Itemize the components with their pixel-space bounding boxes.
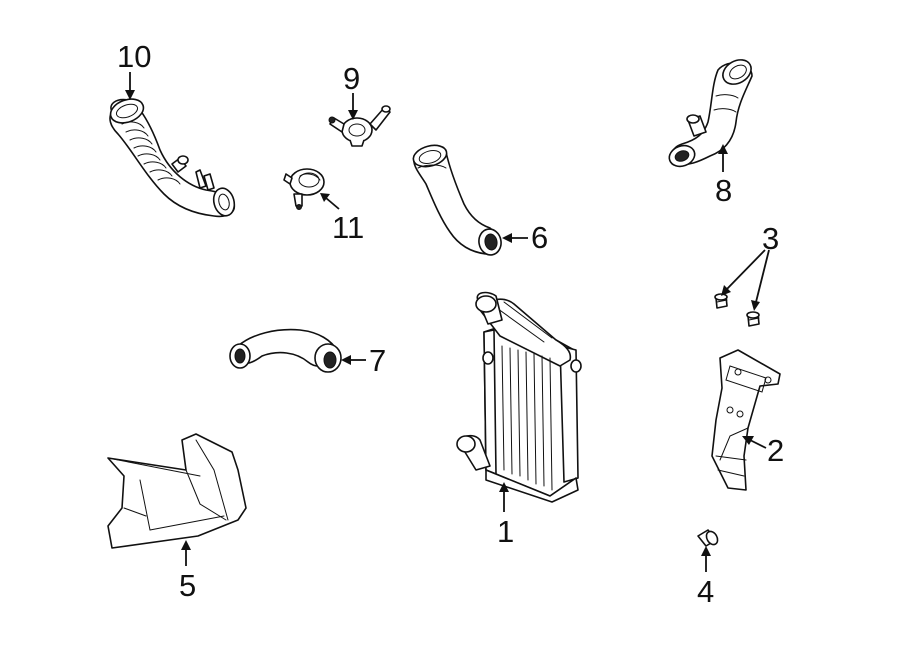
callout-9: 9	[343, 61, 360, 120]
part-2-bracket[interactable]	[711, 349, 781, 491]
callout-10: 10	[117, 39, 151, 100]
part-3-clips[interactable]	[714, 293, 760, 327]
callout-5: 5	[179, 540, 196, 603]
callout-label-2: 2	[767, 433, 784, 468]
callout-label-3: 3	[762, 221, 779, 256]
callout-3: 3	[721, 221, 779, 311]
callout-label-5: 5	[179, 568, 196, 603]
part-10-air-intake-hose[interactable]	[107, 95, 237, 218]
callout-label-6: 6	[531, 220, 548, 255]
callout-label-9: 9	[343, 61, 360, 96]
part-6-intercooler-hose[interactable]	[411, 142, 503, 257]
callout-label-1: 1	[497, 514, 514, 549]
callout-7: 7	[341, 343, 386, 378]
part-9-valve[interactable]	[328, 105, 391, 147]
part-4-plug[interactable]	[697, 529, 720, 547]
callout-label-11: 11	[332, 210, 364, 245]
callout-label-7: 7	[369, 343, 386, 378]
callout-11: 11	[320, 193, 364, 245]
callout-1: 1	[497, 482, 514, 549]
part-1-intercooler[interactable]	[456, 291, 582, 503]
part-11-sensor[interactable]	[283, 168, 325, 210]
part-5-air-duct[interactable]	[107, 433, 247, 549]
callout-label-4: 4	[697, 574, 714, 609]
callout-2: 2	[742, 433, 784, 468]
part-7-curved-hose[interactable]	[229, 328, 342, 373]
callout-4: 4	[697, 546, 714, 609]
callout-label-8: 8	[715, 173, 732, 208]
callout-6: 6	[502, 220, 548, 255]
part-8-hose[interactable]	[666, 55, 755, 170]
callout-label-10: 10	[117, 39, 151, 74]
callout-8: 8	[715, 144, 732, 208]
